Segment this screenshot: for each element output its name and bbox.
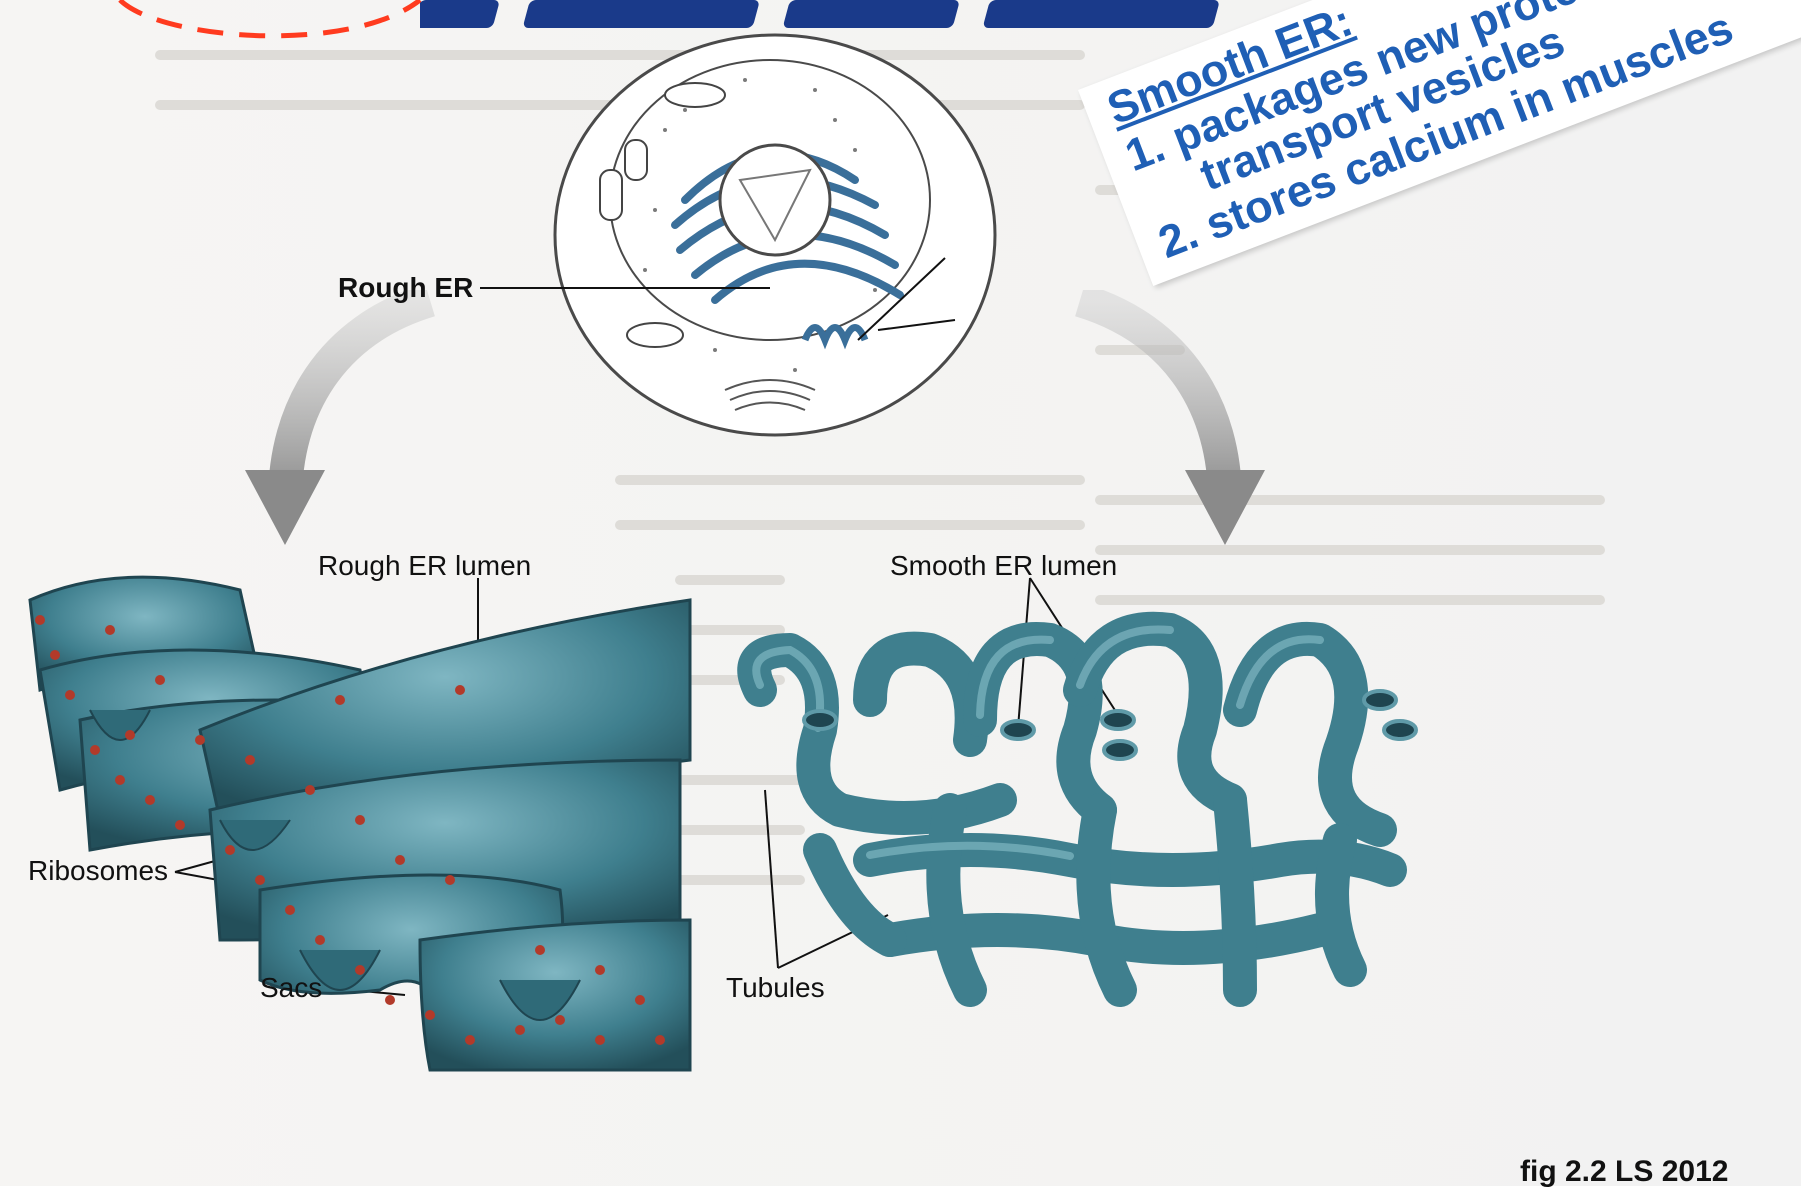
label-sacs: Sacs [260,972,322,1004]
smooth-er-illustration [720,610,1420,1040]
figure-citation: fig 2.2 LS 2012 [1520,1155,1728,1189]
label-rough-er: Rough ER [338,272,473,304]
arrow-to-rough-er [230,290,470,570]
rough-er-illustration [0,560,700,1080]
label-rough-er-lumen: Rough ER lumen [318,550,531,582]
label-tubules: Tubules [726,972,825,1004]
arrow-to-smooth-er [1040,290,1280,570]
label-smooth-er-lumen: Smooth ER lumen [890,550,1117,582]
label-ribosomes: Ribosomes [28,855,168,887]
